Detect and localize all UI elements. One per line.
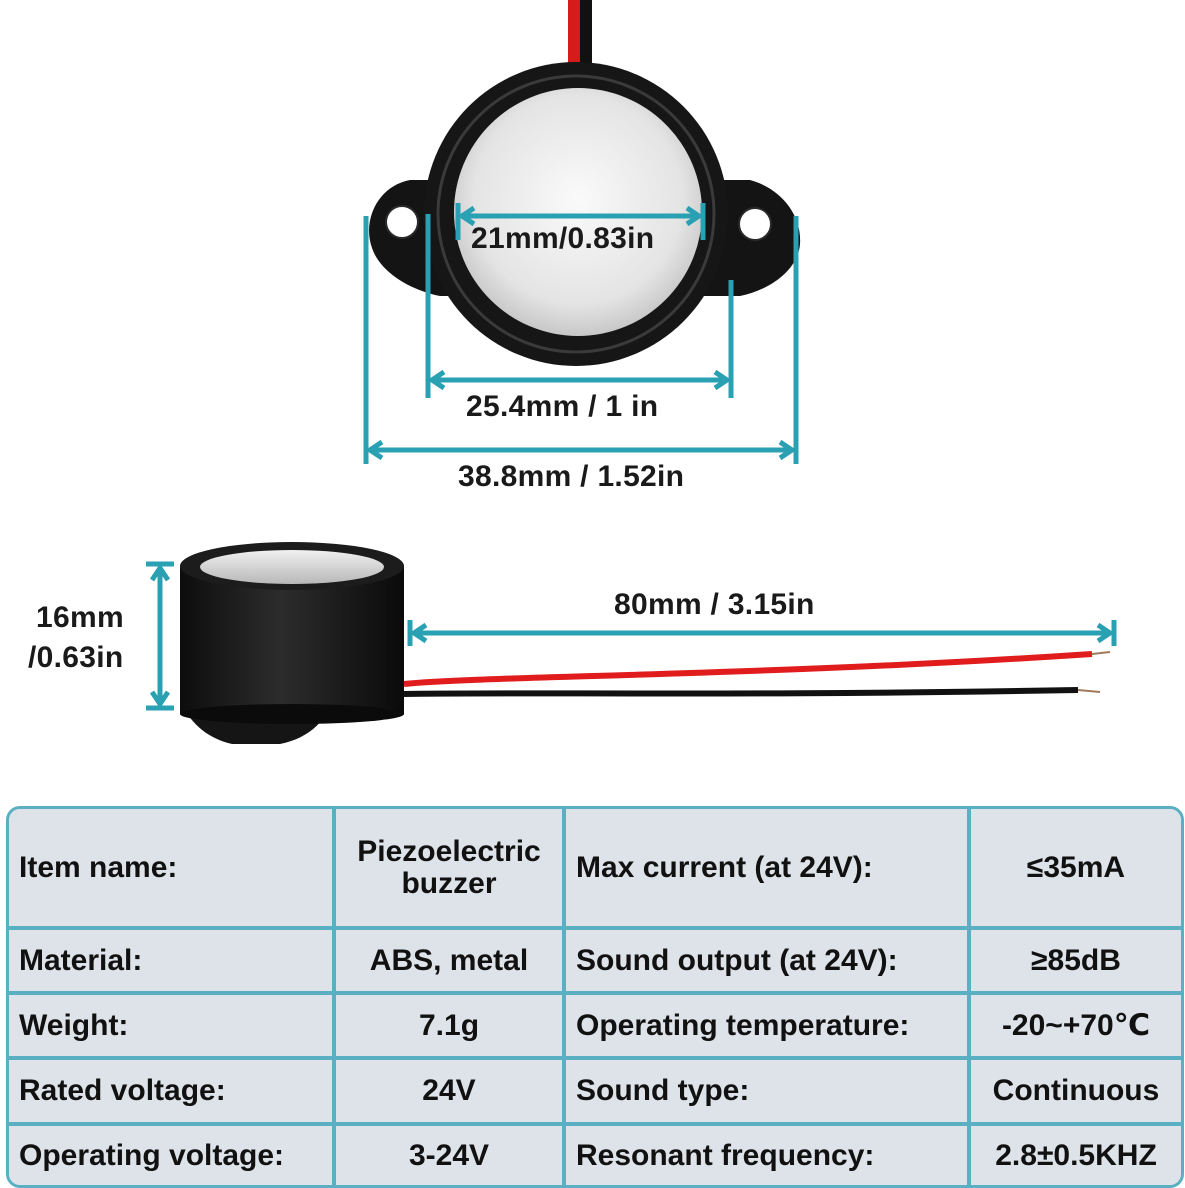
spec-row: Item name: Piezoelectric buzzer Max curr… <box>9 809 1181 931</box>
side-bottom-curve <box>180 704 404 724</box>
spec-value: ≤35mA <box>967 809 1181 931</box>
mount-hole-left <box>385 205 419 239</box>
spec-value: 2.8±0.5KHZ <box>967 1121 1181 1185</box>
spec-value: 3-24V <box>332 1121 566 1185</box>
sound-disc <box>454 88 702 336</box>
inner-diameter-label: 21mm/0.83in <box>471 222 655 255</box>
total-width-label: 38.8mm / 1.52in <box>458 460 685 493</box>
spec-value: -20~+70℃ <box>967 991 1181 1061</box>
spec-value: 24V <box>332 1056 566 1126</box>
body-ring-highlight <box>436 74 716 354</box>
top-red-wire <box>568 0 580 66</box>
buzzer-side-view <box>180 542 1111 744</box>
spec-label: Sound output (at 24V): <box>562 926 971 996</box>
mount-hole-right <box>738 207 772 241</box>
spec-label: Operating temperature: <box>562 991 971 1061</box>
body-diameter-label: 25.4mm / 1 in <box>466 390 659 423</box>
side-top-disc <box>200 550 384 584</box>
spec-row: Rated voltage: 24V Sound type: Continuou… <box>9 1056 1181 1126</box>
spec-row: Operating voltage: 3-24V Resonant freque… <box>9 1121 1181 1185</box>
spec-value: ≥85dB <box>967 926 1181 996</box>
spec-label: Max current (at 24V): <box>562 809 971 931</box>
product-diagram <box>146 0 1117 744</box>
spec-row: Weight: 7.1g Operating temperature: -20~… <box>9 991 1181 1061</box>
top-black-wire <box>580 0 592 66</box>
spec-label: Material: <box>9 926 336 996</box>
spec-label: Operating voltage: <box>9 1121 336 1185</box>
spec-row: Material: ABS, metal Sound output (at 24… <box>9 926 1181 996</box>
wire-length-label: 80mm / 3.15in <box>614 588 815 621</box>
side-black-wire <box>403 687 1079 697</box>
spec-label: Rated voltage: <box>9 1056 336 1126</box>
dimension-lines-side <box>146 561 1117 711</box>
side-cylinder <box>180 566 404 714</box>
spec-label: Sound type: <box>562 1056 971 1126</box>
spec-label: Item name: <box>9 809 336 931</box>
spec-label: Weight: <box>9 991 336 1061</box>
spec-label: Resonant frequency: <box>562 1121 971 1185</box>
dimension-lines-top <box>363 203 799 464</box>
spec-value: ABS, metal <box>332 926 566 996</box>
red-wire-tip <box>1091 651 1111 655</box>
height-label-line2: /0.63in <box>28 641 124 674</box>
height-label-line1: 16mm <box>36 601 124 634</box>
buzzer-top-view <box>369 0 801 366</box>
spec-value: Continuous <box>967 1056 1181 1126</box>
spec-value: 7.1g <box>332 991 566 1061</box>
spec-table: Item name: Piezoelectric buzzer Max curr… <box>6 806 1184 1188</box>
spec-value: Piezoelectric buzzer <box>332 809 566 931</box>
side-red-wire <box>403 651 1093 687</box>
black-wire-tip <box>1077 689 1101 693</box>
